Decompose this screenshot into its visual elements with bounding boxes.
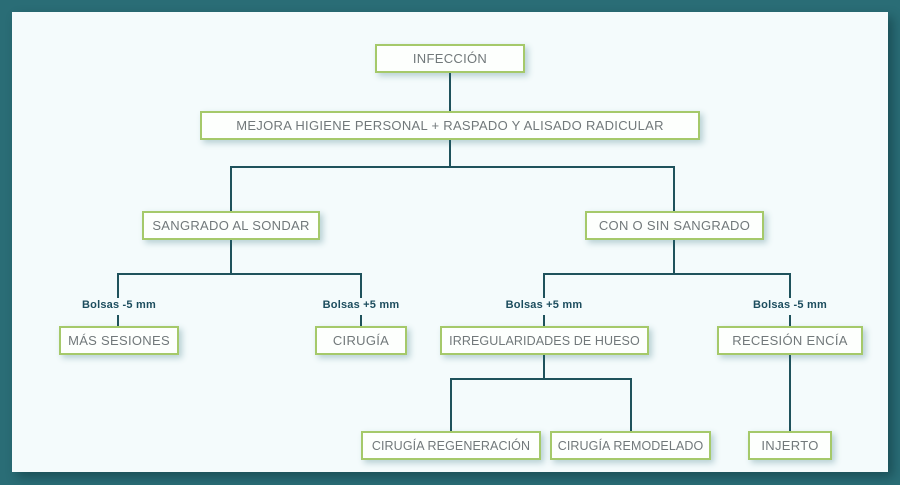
- connector-tratamiento-down: [449, 139, 451, 168]
- connector-irregularidades-down: [543, 355, 545, 380]
- connector-to-regeneracion: [450, 378, 452, 431]
- connector-to-recesion: [789, 315, 791, 326]
- node-cirugia: CIRUGÍA: [315, 326, 407, 355]
- node-cirugia-regeneracion: CIRUGÍA REGENERACIÓN: [361, 431, 541, 460]
- branch-label-bolsas-minus5-right: Bolsas -5 mm: [753, 299, 827, 311]
- connector-to-label-left-minus: [117, 273, 119, 298]
- connector-level2-horizontal: [230, 166, 675, 168]
- node-infeccion: INFECCIÓN: [375, 44, 525, 73]
- node-sangrado-al-sondar: SANGRADO AL SONDAR: [142, 211, 320, 240]
- connector-sangrado-down: [230, 239, 232, 275]
- node-mejora-higiene-raspado: MEJORA HIGIENE PERSONAL + RASPADO Y ALIS…: [200, 111, 700, 140]
- flowchart-panel: Bolsas -5 mm Bolsas +5 mm Bolsas +5 mm B…: [12, 12, 888, 472]
- branch-label-bolsas-plus5-left: Bolsas +5 mm: [322, 299, 400, 311]
- branch-label-bolsas-plus5-right: Bolsas +5 mm: [505, 299, 583, 311]
- node-injerto: INJERTO: [748, 431, 832, 460]
- connector-to-massesiones: [117, 315, 119, 326]
- node-cirugia-remodelado: CIRUGÍA REMODELADO: [550, 431, 711, 460]
- connector-to-irregularidades: [543, 315, 545, 326]
- connector-bottom-horizontal: [450, 378, 632, 380]
- connector-recesion-injerto: [789, 355, 791, 431]
- node-recesion-encia: RECESIÓN ENCÍA: [717, 326, 863, 355]
- connector-to-remodelado: [630, 378, 632, 431]
- connector-infeccion-tratamiento: [449, 73, 451, 111]
- branch-label-bolsas-minus5-left: Bolsas -5 mm: [82, 299, 156, 311]
- connector-to-label-right-minus: [789, 273, 791, 298]
- node-irregularidades-de-hueso: IRREGULARIDADES DE HUESO: [440, 326, 649, 355]
- connector-right-horizontal: [543, 273, 791, 275]
- connector-to-cirugia: [360, 315, 362, 326]
- node-con-o-sin-sangrado: CON O SIN SANGRADO: [585, 211, 764, 240]
- node-mas-sesiones: MÁS SESIONES: [59, 326, 179, 355]
- connector-to-label-right-plus: [543, 273, 545, 298]
- connector-to-label-left-plus: [360, 273, 362, 298]
- connector-to-sangrado: [230, 166, 232, 211]
- connector-left-horizontal: [117, 273, 362, 275]
- connector-to-conosin: [673, 166, 675, 211]
- connector-conosin-down: [673, 239, 675, 275]
